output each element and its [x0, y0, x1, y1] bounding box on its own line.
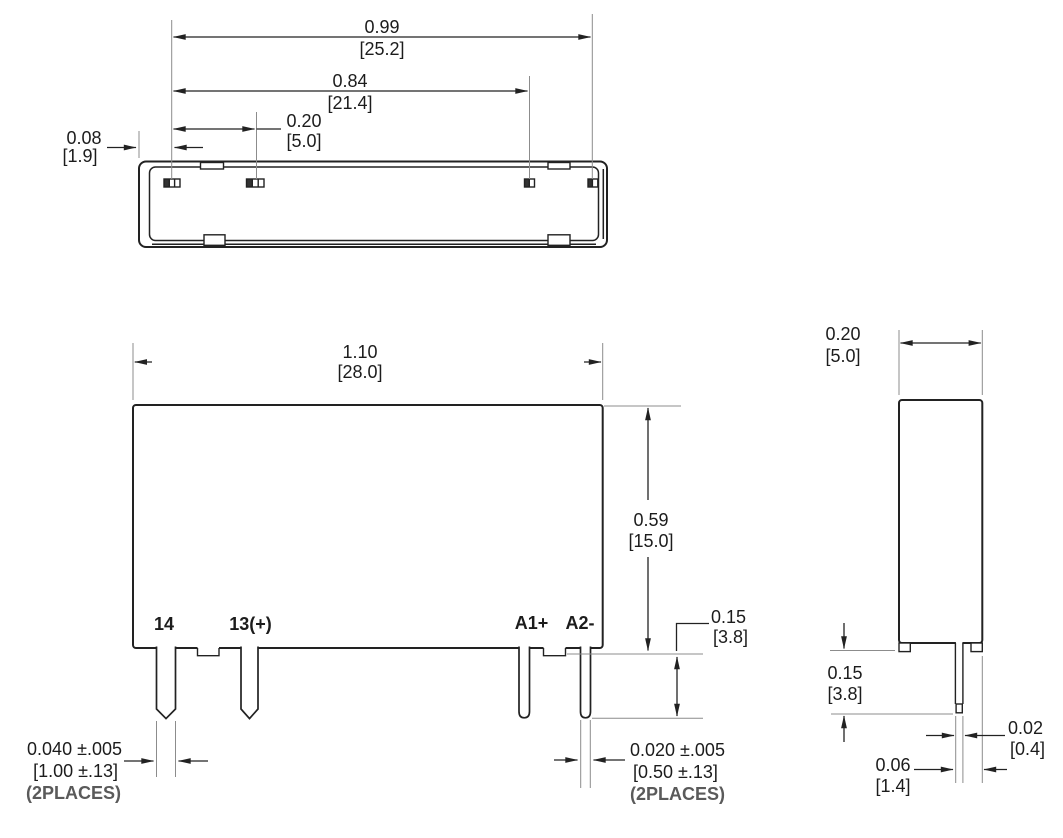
- front-view-pin-labels: 14 13(+) A1+ A2-: [154, 613, 595, 634]
- dim-side-pin-thick-mm: [0.4]: [1010, 739, 1045, 759]
- dim-side-pin-length-in: 0.15: [827, 663, 862, 683]
- dim-front-height-mm: [15.0]: [628, 531, 673, 551]
- dim-top-span-in: 0.84: [332, 71, 367, 91]
- dim-front-width-mm: [28.0]: [337, 362, 382, 382]
- dim-top-edge-offset-in: 0.08: [66, 128, 101, 148]
- side-view-dimension-text: 0.20 [5.0] 0.15 [3.8] 0.02 [0.4] 0.06 [1…: [825, 324, 1045, 796]
- dim-side-depth-in: 0.20: [825, 324, 860, 344]
- dim-pinA-width-note: (2PLACES): [630, 784, 725, 804]
- side-view-pin: [954, 641, 964, 714]
- dim-side-pin-offset-in: 0.06: [875, 755, 910, 775]
- dim-top-overall-in: 0.99: [364, 17, 399, 37]
- dim-top-pitch-mm: [5.0]: [286, 131, 321, 151]
- dim-pinA-width-in: 0.020 ±.005: [630, 740, 725, 760]
- side-view-extension-lines: [830, 330, 983, 783]
- dim-side-pin-length-mm: [3.8]: [827, 684, 862, 704]
- dim-top-overall-mm: [25.2]: [359, 39, 404, 59]
- top-view-dimension-text: 0.99 [25.2] 0.84 [21.4] 0.20 [5.0] 0.08 …: [62, 17, 404, 166]
- pin-label-a1: A1+: [515, 613, 549, 633]
- dim-front-height-in: 0.59: [633, 510, 668, 530]
- top-view-extension-lines: [138, 14, 593, 179]
- front-view-dimension-lines: [124, 359, 709, 764]
- dim-top-pitch-in: 0.20: [286, 111, 321, 131]
- dim-front-pin-length-mm: [3.8]: [713, 627, 748, 647]
- dim-side-depth-mm: [5.0]: [825, 346, 860, 366]
- dim-front-width-in: 1.10: [342, 342, 377, 362]
- top-view-pins: [163, 178, 599, 188]
- dim-top-edge-offset-mm: [1.9]: [62, 146, 97, 166]
- top-view-dimension-lines: [107, 34, 592, 151]
- dim-pin14-width-mm: [1.00 ±.13]: [33, 761, 118, 781]
- pin-label-14: 14: [154, 614, 174, 634]
- dim-side-pin-thick-in: 0.02: [1008, 718, 1043, 738]
- front-view-body: [132, 404, 604, 657]
- side-view-dimension-lines: [841, 340, 1007, 773]
- pin-label-13: 13(+): [229, 614, 272, 634]
- dim-pin14-width-in: 0.040 ±.005: [27, 739, 122, 759]
- front-view-dimension-text: 1.10 [28.0] 0.59 [15.0] 0.15 [3.8] 0.040…: [26, 342, 748, 804]
- dim-side-pin-offset-mm: [1.4]: [875, 776, 910, 796]
- dim-pinA-width-mm: [0.50 ±.13]: [633, 762, 718, 782]
- side-view-body: [898, 399, 984, 653]
- top-view-body: [138, 160, 608, 248]
- front-view-extension-lines: [132, 343, 703, 788]
- dim-pin14-width-note: (2PLACES): [26, 783, 121, 803]
- dim-top-span-mm: [21.4]: [327, 93, 372, 113]
- dim-front-pin-length-in: 0.15: [711, 607, 746, 627]
- front-view-pins: [155, 646, 592, 720]
- pin-label-a2: A2-: [565, 613, 594, 633]
